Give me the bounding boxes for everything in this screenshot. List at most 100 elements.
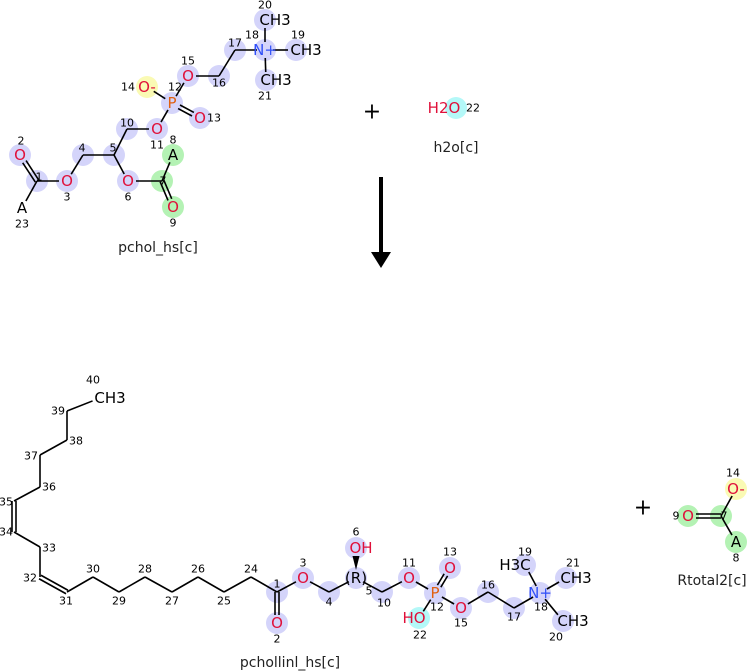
atom-highlight-8 xyxy=(725,531,747,553)
atom-highlight-12 xyxy=(424,582,446,604)
atom-symbol-15: O xyxy=(182,67,194,85)
atom-number-13: 13 xyxy=(207,112,221,125)
atom-number-19: 19 xyxy=(518,546,532,559)
atom-symbol-5: (R) xyxy=(345,569,367,587)
atom-highlight-19 xyxy=(285,39,307,61)
molecule-label-pchol: pchol_hs[c] xyxy=(118,240,198,256)
atom-number-38: 38 xyxy=(69,435,83,448)
bond-24-25 xyxy=(223,576,252,593)
atom-number-29: 29 xyxy=(112,595,126,608)
atom-highlight-3 xyxy=(292,567,314,589)
atom-highlight-21 xyxy=(255,69,277,91)
atom-number-1: 1 xyxy=(36,171,43,184)
atom-symbol-9: O xyxy=(167,198,179,216)
atom-highlight-2 xyxy=(9,144,31,166)
atom-symbol-21: CH3 xyxy=(560,569,591,587)
bond-10-11 xyxy=(381,580,403,593)
atom-highlight-20 xyxy=(254,9,276,31)
atom-highlight-3 xyxy=(56,170,78,192)
atom-number-18: 18 xyxy=(245,29,259,42)
atom-number-8: 8 xyxy=(170,134,177,147)
atom-symbol-23: A xyxy=(17,199,28,217)
atom-highlight-12 xyxy=(161,92,183,114)
bond-12-13 xyxy=(436,573,449,588)
atom-number-21: 21 xyxy=(258,90,272,103)
atom-number-7: 7 xyxy=(160,175,167,188)
atom-symbol-11: O xyxy=(151,120,163,138)
atom-highlight-6 xyxy=(345,537,367,559)
atom-highlight-14 xyxy=(136,76,158,98)
reaction-arrow xyxy=(371,177,391,268)
atom-number-3: 3 xyxy=(64,191,71,204)
bond-12-15 xyxy=(175,82,185,97)
atom-symbol-22: HO xyxy=(402,609,425,627)
bond-12-15 xyxy=(441,596,455,605)
atom-number-17: 17 xyxy=(507,611,521,624)
atom-highlight-15 xyxy=(450,597,472,619)
atom-number-28: 28 xyxy=(138,563,152,576)
atom-symbol-18: N+ xyxy=(253,41,277,59)
atom-highlight-21 xyxy=(555,567,577,589)
bond-30-31 xyxy=(66,576,94,593)
atom-number-23: 23 xyxy=(15,218,29,231)
bond-3-4 xyxy=(70,154,84,175)
atom-symbol-18: N+ xyxy=(528,584,552,602)
atom-highlight-18 xyxy=(254,39,276,61)
atom-number-13: 13 xyxy=(443,546,457,559)
atom-highlight-22 xyxy=(408,607,430,629)
atom-highlight-13 xyxy=(439,557,461,579)
plus-sign-reactants: + xyxy=(363,100,381,125)
atom-number-8: 8 xyxy=(733,552,740,565)
bond-5-10 xyxy=(113,128,128,156)
atom-number-6: 6 xyxy=(353,526,360,539)
atom-number-14: 14 xyxy=(121,81,135,94)
plus-sign-products: + xyxy=(634,496,652,521)
atom-number-9: 9 xyxy=(673,510,680,523)
molecule-label-h2o: h2o[c] xyxy=(434,140,479,156)
bond-1-24 xyxy=(250,576,278,593)
atom-number-26: 26 xyxy=(191,563,205,576)
atom-symbol-19: H3C xyxy=(499,556,530,574)
atom-number-11: 11 xyxy=(402,557,416,570)
bond-29-30 xyxy=(92,576,120,593)
bond-27-28 xyxy=(144,576,173,593)
atom-number-32: 32 xyxy=(23,572,37,585)
atom-number-14: 14 xyxy=(726,467,740,480)
atom-number-4: 4 xyxy=(326,596,333,609)
atom-highlight-14 xyxy=(725,478,747,500)
atom-number-10: 10 xyxy=(120,117,134,130)
bond-31-32 xyxy=(38,574,69,595)
atom-symbol-13: O xyxy=(194,109,206,127)
atom-highlight-20 xyxy=(552,610,574,632)
atom-highlight-19 xyxy=(514,554,536,576)
bond-5-6 xyxy=(113,154,125,175)
bond-15-16 xyxy=(467,591,489,605)
atom-highlight-13 xyxy=(189,107,211,129)
bond-25-26 xyxy=(197,576,225,593)
atom-number-11: 11 xyxy=(150,139,164,152)
atom-symbol-6: OH xyxy=(349,539,372,557)
atom-number-5: 5 xyxy=(366,585,373,598)
molecule-label-pchollinl: pchollinl_hs[c] xyxy=(240,655,340,671)
atom-symbol-12: P xyxy=(167,94,176,112)
bond-34-35 xyxy=(11,501,17,532)
atom-number-24: 24 xyxy=(244,563,258,576)
atom-symbol-8: A xyxy=(168,146,179,164)
bond-28-29 xyxy=(118,576,146,593)
atom-highlight-18 xyxy=(529,582,551,604)
atom-number-7: 7 xyxy=(721,510,728,523)
atom-number-16: 16 xyxy=(481,579,495,592)
atom-number-21: 21 xyxy=(566,557,580,570)
bond-11-12 xyxy=(415,581,429,590)
bond-7-9 xyxy=(696,513,721,519)
atom-number-12: 12 xyxy=(430,601,444,614)
atom-number-6: 6 xyxy=(125,191,132,204)
atom-symbol-3: O xyxy=(61,172,73,190)
bond-33-34 xyxy=(13,531,41,548)
bond-1-2 xyxy=(22,160,40,183)
atom-number-27: 27 xyxy=(165,595,179,608)
atom-number-31: 31 xyxy=(59,595,73,608)
atom-number-9: 9 xyxy=(170,217,177,230)
